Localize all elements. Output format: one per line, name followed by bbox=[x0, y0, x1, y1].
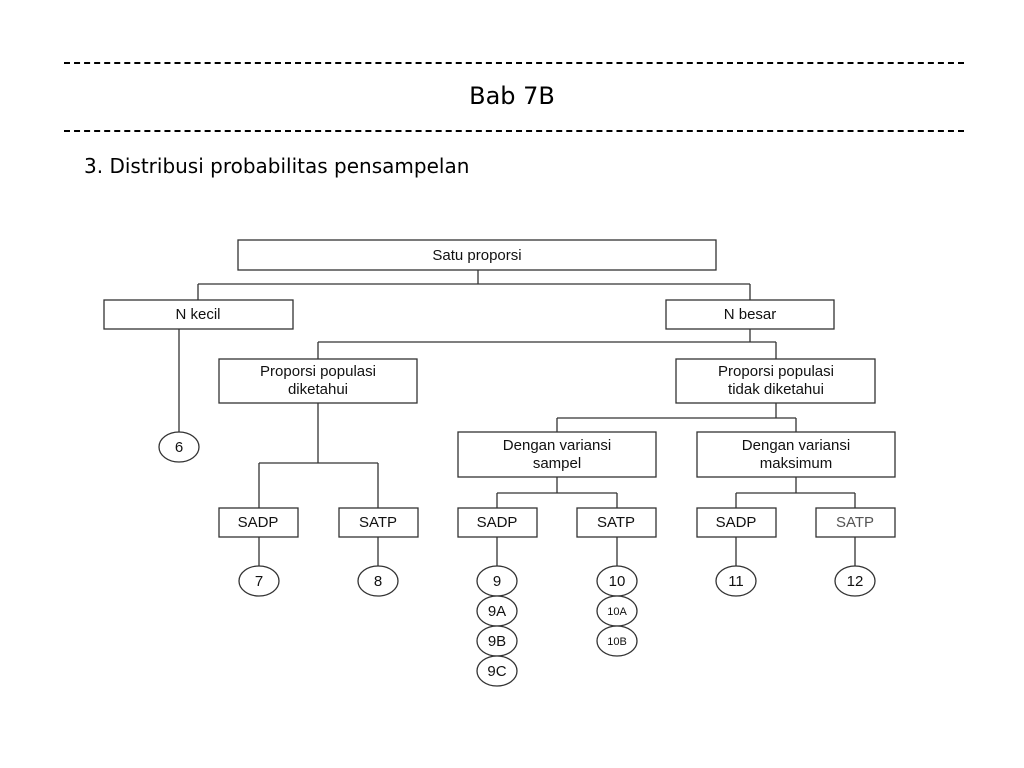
n-small-box: N kecil bbox=[103, 299, 294, 330]
circle-9c: 9C bbox=[476, 655, 518, 687]
sadp-box-known: SADP bbox=[218, 507, 299, 538]
circle-11-label: 11 bbox=[728, 573, 744, 590]
n-large-label: N besar bbox=[724, 306, 777, 323]
circle-6-label: 6 bbox=[175, 439, 183, 456]
circle-10-label: 10 bbox=[609, 573, 626, 590]
sadp-box-max-variance: SADP bbox=[696, 507, 777, 538]
circle-9-label: 9 bbox=[493, 573, 501, 590]
unknown-proportion-line-1: Proporsi populasi bbox=[718, 363, 834, 380]
circle-9b-label: 9B bbox=[488, 633, 506, 650]
n-large-box: N besar bbox=[665, 299, 835, 330]
sadp-box-sample-variance: SADP bbox=[457, 507, 538, 538]
satp-box-max-variance: SATP bbox=[815, 507, 896, 538]
circle-12: 12 bbox=[834, 565, 876, 597]
max-variance-line-2: maksimum bbox=[760, 455, 833, 472]
max-variance-box: Dengan variansi maksimum bbox=[696, 431, 896, 478]
circle-10: 10 bbox=[596, 565, 638, 597]
sample-variance-line-2: sampel bbox=[533, 455, 581, 472]
known-proportion-line-2: diketahui bbox=[288, 381, 348, 398]
circle-7-label: 7 bbox=[255, 573, 263, 590]
max-variance-line-1: Dengan variansi bbox=[742, 437, 850, 454]
circle-8: 8 bbox=[357, 565, 399, 597]
circle-11: 11 bbox=[715, 565, 757, 597]
circle-9b: 9B bbox=[476, 625, 518, 657]
circle-9a: 9A bbox=[476, 595, 518, 627]
connectors bbox=[178, 270, 856, 566]
root-label: Satu proporsi bbox=[432, 247, 521, 264]
circle-10a-label: 10A bbox=[607, 606, 627, 618]
sample-variance-box: Dengan variansi sampel bbox=[457, 431, 657, 478]
circle-10b-label: 10B bbox=[607, 636, 627, 648]
circle-12-label: 12 bbox=[847, 573, 864, 590]
circle-9a-label: 9A bbox=[488, 603, 506, 620]
circle-7: 7 bbox=[238, 565, 280, 597]
circle-6: 6 bbox=[158, 431, 200, 463]
satp-label: SATP bbox=[597, 514, 635, 531]
sadp-label: SADP bbox=[716, 514, 757, 531]
top-dashed-rule bbox=[64, 62, 964, 64]
satp-label: SATP bbox=[359, 514, 397, 531]
sample-variance-line-1: Dengan variansi bbox=[503, 437, 611, 454]
circle-10b: 10B bbox=[596, 625, 638, 657]
unknown-proportion-line-2: tidak diketahui bbox=[728, 381, 824, 398]
circle-10a: 10A bbox=[596, 595, 638, 627]
circle-8-label: 8 bbox=[374, 573, 382, 590]
section-heading: 3. Distribusi probabilitas pensampelan bbox=[84, 154, 470, 178]
root-box: Satu proporsi bbox=[237, 239, 717, 271]
known-proportion-box: Proporsi populasi diketahui bbox=[218, 358, 418, 404]
bottom-dashed-rule bbox=[64, 130, 964, 132]
known-proportion-line-1: Proporsi populasi bbox=[260, 363, 376, 380]
sadp-label: SADP bbox=[238, 514, 279, 531]
circle-9c-label: 9C bbox=[487, 663, 506, 680]
sadp-label: SADP bbox=[477, 514, 518, 531]
circle-9: 9 bbox=[476, 565, 518, 597]
satp-box-known: SATP bbox=[338, 507, 419, 538]
unknown-proportion-box: Proporsi populasi tidak diketahui bbox=[675, 358, 876, 404]
satp-box-sample-variance: SATP bbox=[576, 507, 657, 538]
satp-label: SATP bbox=[836, 514, 874, 531]
slide-title: Bab 7B bbox=[469, 82, 555, 110]
n-small-label: N kecil bbox=[175, 306, 220, 323]
